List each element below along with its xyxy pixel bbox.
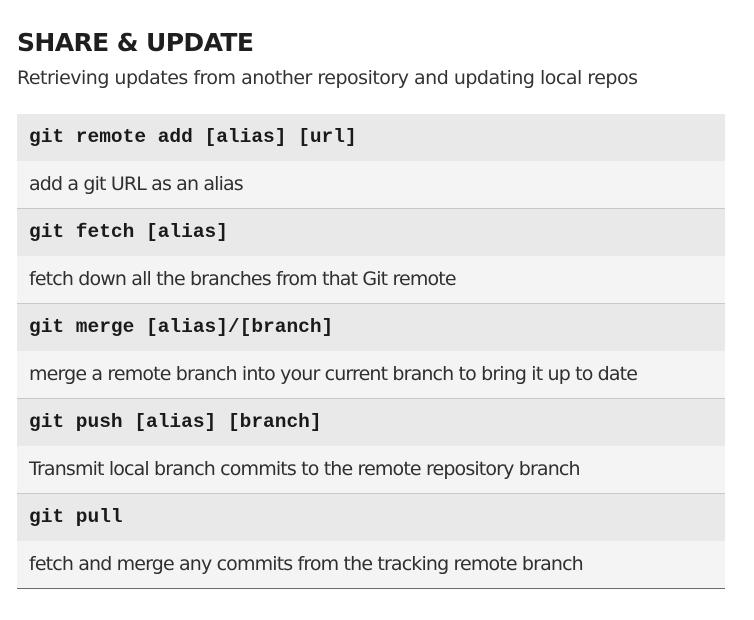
command-table: git remote add [alias] [url] add a git U…: [17, 114, 725, 589]
section-subtitle: Retrieving updates from another reposito…: [17, 67, 638, 89]
command-text: git pull: [17, 494, 725, 541]
command-text: git push [alias] [branch]: [17, 399, 725, 446]
command-row: git fetch [alias] fetch down all the bra…: [17, 208, 725, 303]
command-text: git remote add [alias] [url]: [17, 114, 725, 161]
section-title: SHARE & UPDATE: [17, 28, 254, 57]
command-row: git push [alias] [branch] Transmit local…: [17, 398, 725, 493]
command-description: add a git URL as an alias: [17, 161, 725, 208]
command-text: git fetch [alias]: [17, 209, 725, 256]
share-update-section: SHARE & UPDATE Retrieving updates from a…: [17, 28, 725, 589]
command-row: git remote add [alias] [url] add a git U…: [17, 114, 725, 208]
command-text: git merge [alias]/[branch]: [17, 304, 725, 351]
command-row: git pull fetch and merge any commits fro…: [17, 493, 725, 588]
command-description: fetch and merge any commits from the tra…: [17, 541, 725, 588]
command-description: merge a remote branch into your current …: [17, 351, 725, 398]
command-row: git merge [alias]/[branch] merge a remot…: [17, 303, 725, 398]
command-description: fetch down all the branches from that Gi…: [17, 256, 725, 303]
command-description: Transmit local branch commits to the rem…: [17, 446, 725, 493]
